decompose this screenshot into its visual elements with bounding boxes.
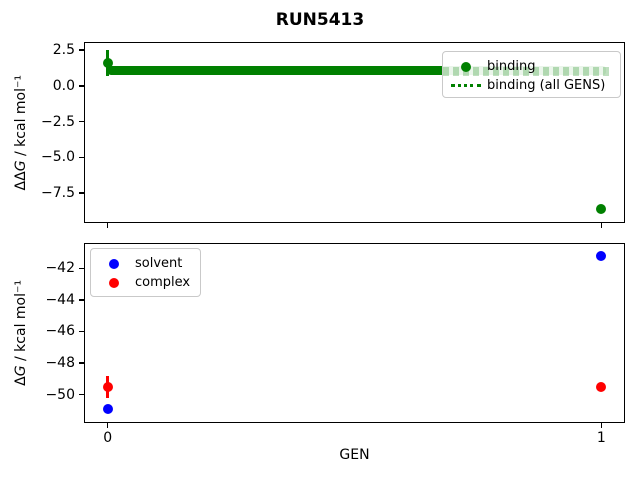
top-legend: binding binding (all GENS) — [442, 51, 621, 98]
x-tick-mark — [106, 223, 109, 228]
legend-label: binding — [487, 59, 536, 74]
y-tick-mark — [79, 267, 84, 269]
top-subplot-axes — [84, 42, 625, 223]
legend-entry-binding-all-gens: binding (all GENS) — [451, 76, 612, 95]
y-tick-label: −48 — [45, 355, 75, 371]
legend-handle — [451, 61, 481, 72]
binding-point — [102, 57, 113, 68]
top-y-axis-label: ΔΔG / kcal mol⁻¹ — [12, 42, 30, 223]
solvent-point — [102, 403, 113, 414]
y-tick-label: −2.5 — [41, 113, 75, 130]
binding-marker-icon — [461, 61, 471, 72]
legend-handle — [99, 258, 129, 269]
dotted-line-icon — [451, 84, 481, 87]
ylabel-symbol: G — [13, 160, 29, 172]
y-tick-label: 2.5 — [52, 42, 75, 59]
legend-handle — [99, 277, 129, 288]
ylabel-symbol: G — [13, 365, 29, 377]
ylabel-units: / kcal mol⁻¹ — [13, 74, 29, 161]
x-tick-mark — [600, 423, 603, 428]
figure-title: RUN5413 — [275, 10, 365, 30]
legend-entry-complex: complex — [99, 273, 192, 292]
y-tick-mark — [79, 330, 84, 333]
legend-label: complex — [135, 275, 191, 290]
x-tick-mark — [600, 223, 603, 228]
solvent-marker-icon — [109, 258, 119, 269]
y-tick-mark — [79, 362, 84, 364]
complex-marker-icon — [109, 277, 119, 288]
x-tick-label: 0 — [103, 430, 113, 446]
ylabel-delta: Δ — [13, 376, 29, 386]
y-tick-mark — [79, 299, 84, 301]
legend-entry-solvent: solvent — [99, 254, 192, 273]
legend-handle — [451, 84, 481, 87]
x-tick-mark — [106, 423, 109, 428]
y-tick-mark — [79, 49, 84, 51]
complex-point — [102, 381, 113, 392]
ylabel-units: / kcal mol⁻¹ — [13, 280, 29, 366]
ylabel-delta: ΔΔ — [13, 171, 29, 191]
y-tick-mark — [79, 192, 84, 194]
bottom-legend: solvent complex — [90, 248, 201, 297]
y-tick-mark — [79, 393, 84, 396]
y-tick-mark — [79, 85, 84, 87]
y-tick-label: 0.0 — [52, 77, 75, 94]
y-tick-label: −5.0 — [41, 149, 75, 166]
binding-all-gens-line — [107, 66, 607, 76]
y-tick-label: −50 — [45, 386, 75, 403]
bottom-y-axis-label: ΔG / kcal mol⁻¹ — [12, 243, 30, 423]
complex-point — [596, 381, 607, 392]
y-tick-mark — [79, 120, 84, 123]
solvent-point — [596, 250, 607, 261]
all-gens-dotted-line-under-legend — [443, 67, 609, 76]
x-axis-label: GEN — [339, 447, 370, 463]
y-tick-label: −42 — [45, 260, 75, 277]
y-tick-label: −44 — [45, 291, 75, 308]
y-tick-label: −46 — [45, 323, 75, 340]
bottom-subplot-axes — [84, 243, 625, 423]
legend-label: solvent — [135, 256, 183, 271]
y-tick-label: −7.5 — [41, 185, 75, 202]
legend-label: binding (all GENS) — [487, 78, 606, 93]
legend-entry-binding: binding — [451, 57, 612, 76]
y-tick-mark — [79, 156, 84, 159]
x-tick-label: 1 — [596, 430, 606, 446]
binding-point — [596, 203, 607, 214]
